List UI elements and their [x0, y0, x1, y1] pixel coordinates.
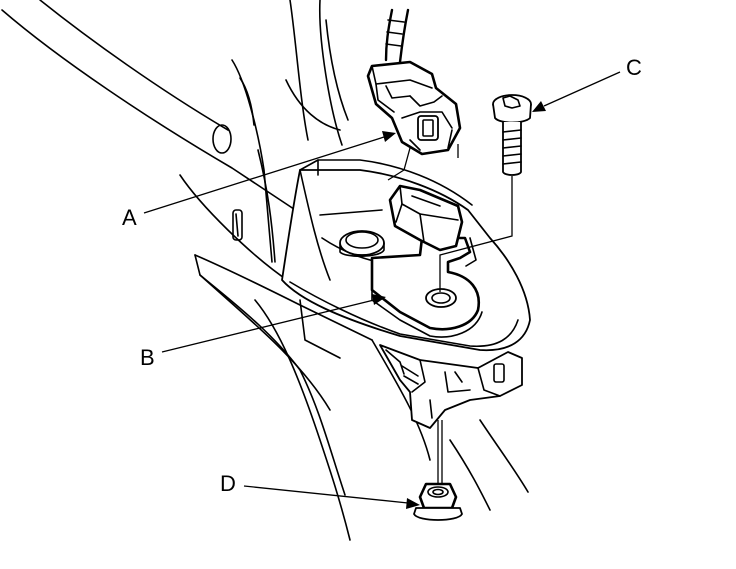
sensor-bracket-part-b [370, 184, 483, 338]
leader-line-b [161, 294, 386, 353]
lower-clip-housing [379, 344, 523, 429]
callout-label-b: B [140, 345, 155, 370]
callout-label-d: D [220, 471, 236, 496]
connector-part-a [366, 8, 462, 181]
leader-line-d [243, 485, 420, 509]
callout-label-c: C [626, 55, 642, 80]
callout-label-a: A [122, 205, 137, 230]
frame-rail-outline [194, 254, 529, 541]
flange-nut-part-d [413, 420, 463, 521]
leader-line-a [143, 131, 396, 214]
body-panel-outline [1, 0, 349, 283]
bolt-part-c [439, 94, 532, 292]
leader-line-c [532, 71, 621, 112]
